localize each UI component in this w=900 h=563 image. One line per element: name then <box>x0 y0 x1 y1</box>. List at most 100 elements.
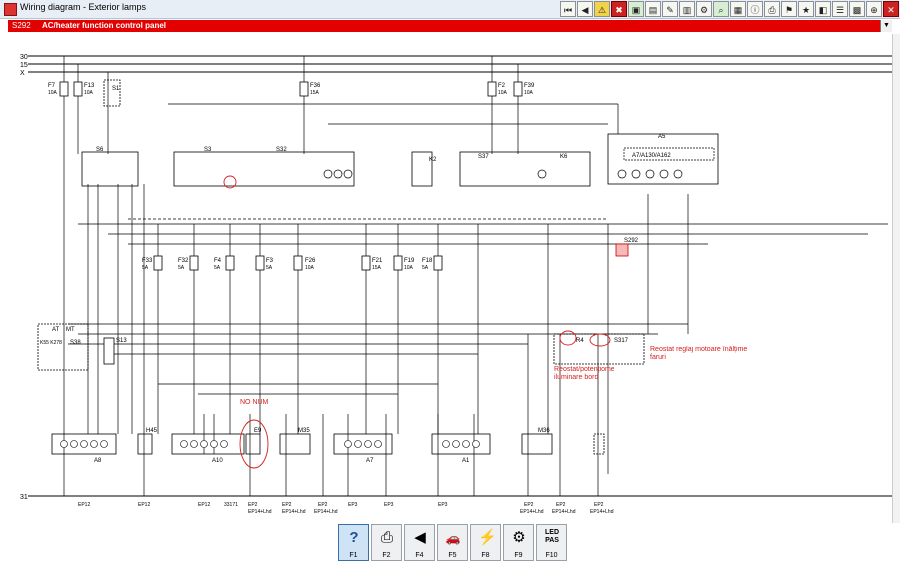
ground-point-label: EP3 <box>384 502 394 508</box>
component-label: S37 <box>478 154 489 160</box>
star-icon[interactable]: ★ <box>798 1 814 17</box>
prev-page-icon[interactable]: ◀ <box>577 1 593 17</box>
f10-led-button[interactable]: LED PAS F10 <box>536 524 567 561</box>
component-label: A5 <box>658 134 666 140</box>
f5-vehicle-button[interactable]: 🚗 F5 <box>437 524 468 561</box>
stop-icon[interactable]: ✖ <box>611 1 627 17</box>
fuse-rating: 5A <box>422 265 429 271</box>
f9-tools-button[interactable]: ⚙ F9 <box>503 524 534 561</box>
function-key-bar: ? F1 ⎙ F2 ◀ F4 🚗 F5 ⚡ F8 ⚙ F9 LED PAS F1… <box>338 524 569 563</box>
warning-icon[interactable]: ⚠ <box>594 1 610 17</box>
ground-sub-label: EP14+Lhd <box>248 509 272 515</box>
fkey-label: F1 <box>349 552 358 559</box>
fuse-label: F39 <box>524 83 535 89</box>
annotation-no-num: NO NUM <box>240 399 269 406</box>
component-label: AT <box>52 327 60 333</box>
component-label: H45 <box>146 428 158 434</box>
component-selector[interactable]: S292 AC/heater function control panel ▼ <box>8 20 892 32</box>
component-label: MT <box>66 327 75 333</box>
fkey-label: F10 <box>545 552 558 559</box>
f2-print-button[interactable]: ⎙ F2 <box>371 524 402 561</box>
component-label: K55 K278 <box>40 340 62 346</box>
info-icon[interactable]: ⓘ <box>747 1 763 17</box>
fkey-label: F8 <box>481 552 490 559</box>
ground-point-label: EP12 <box>198 502 210 508</box>
fkey-label: F5 <box>448 552 457 559</box>
fuse-rating: 10A <box>84 90 94 96</box>
list-icon[interactable]: ☰ <box>832 1 848 17</box>
fuse-rating: 10A <box>48 90 58 96</box>
layers-icon[interactable]: ◧ <box>815 1 831 17</box>
ground-point-label: EP2 <box>524 502 534 508</box>
fuse-rating: 10A <box>524 90 534 96</box>
chevron-down-icon[interactable]: ▼ <box>880 20 892 32</box>
vertical-scrollbar[interactable] <box>892 34 900 523</box>
toolbar: ⏮ ◀ ⚠ ✖ ▣ ▤ ✎ ▥ ⚙ ⌕ ▦ ⓘ ⎙ ⚑ ★ ◧ ☰ ▩ ⊕ ✕ <box>560 0 900 18</box>
selector-description: AC/heater function control panel <box>42 21 167 30</box>
fuse-rating: 5A <box>266 265 273 271</box>
settings-icon[interactable]: ⚙ <box>696 1 712 17</box>
component-label: K2 <box>429 157 437 163</box>
f4-back-button[interactable]: ◀ F4 <box>404 524 435 561</box>
search-icon[interactable]: ⌕ <box>713 1 729 17</box>
car-icon: 🚗 <box>445 531 461 545</box>
app-icon <box>4 3 17 16</box>
document-icon[interactable]: ▤ <box>645 1 661 17</box>
calendar-icon[interactable]: ▦ <box>730 1 746 17</box>
component-label: S317 <box>614 338 629 344</box>
fuse-rating: 15A <box>372 265 382 271</box>
fuse-label: F3 <box>266 258 274 264</box>
chart-icon[interactable]: ▥ <box>679 1 695 17</box>
component-label: E9 <box>254 428 262 434</box>
help-icon: ? <box>349 529 359 546</box>
bookmark-icon[interactable]: ⚑ <box>781 1 797 17</box>
zoom-icon[interactable]: ⊕ <box>866 1 882 17</box>
car-icon[interactable]: ▣ <box>628 1 644 17</box>
first-page-icon[interactable]: ⏮ <box>560 1 576 17</box>
window-titlebar: Wiring diagram - Exterior lamps ⏮ ◀ ⚠ ✖ … <box>0 0 900 19</box>
f8-electrical-button[interactable]: ⚡ F8 <box>470 524 501 561</box>
wires <box>63 56 888 496</box>
fuse-rating: 15A <box>310 90 320 96</box>
wiring-diagram: 30 15 X 31 <box>20 54 892 515</box>
fuse-label: F4 <box>214 258 222 264</box>
tools-icon[interactable]: ✎ <box>662 1 678 17</box>
fuse-rating: 10A <box>404 265 414 271</box>
fuse-rating: 5A <box>178 265 185 271</box>
component-label: A8 <box>94 458 102 464</box>
f1-help-button[interactable]: ? F1 <box>338 524 369 561</box>
ground-point-label: EP12 <box>138 502 150 508</box>
component-label: S292 <box>624 238 639 244</box>
annotation-bord: Reostat/potențiometru iluminare bord <box>554 366 614 381</box>
grid-icon[interactable]: ▩ <box>849 1 865 17</box>
fuse-label: F2 <box>498 83 506 89</box>
fuse-rating: 10A <box>498 90 508 96</box>
ground-sub-label: EP14+Lhd <box>552 509 576 515</box>
ground-point-label: EP2 <box>594 502 604 508</box>
ground-point-label: 33171 <box>224 502 238 508</box>
pas-label: PAS <box>545 537 559 544</box>
fkey-label: F9 <box>514 552 523 559</box>
component-label: A7 <box>366 458 374 464</box>
component-label: R4 <box>576 338 584 344</box>
ground-point-label: EP12 <box>78 502 90 508</box>
close-icon[interactable]: ✕ <box>883 1 899 17</box>
fuse-rating: 10A <box>305 265 315 271</box>
electrical-icon: ⚡ <box>478 529 497 546</box>
ground-point-label: EP2 <box>556 502 566 508</box>
ground-point-label: EP3 <box>438 502 448 508</box>
rail-label: 15 <box>20 62 28 69</box>
ground-sub-label: EP14+Lhd <box>314 509 338 515</box>
component-label: A10 <box>212 458 223 464</box>
component-label: A1 <box>462 458 470 464</box>
component-label: S38 <box>70 340 81 346</box>
led-icon: LED PAS <box>541 529 563 549</box>
fuse-rating: 5A <box>214 265 221 271</box>
back-arrow-icon: ◀ <box>414 529 426 546</box>
fkey-label: F4 <box>415 552 424 559</box>
tools-icon: ⚙ <box>512 529 526 546</box>
fuse-label: F36 <box>310 83 321 89</box>
print-icon[interactable]: ⎙ <box>764 1 780 17</box>
fuse-label: F7 <box>48 83 56 89</box>
led-label: LED <box>545 529 559 536</box>
